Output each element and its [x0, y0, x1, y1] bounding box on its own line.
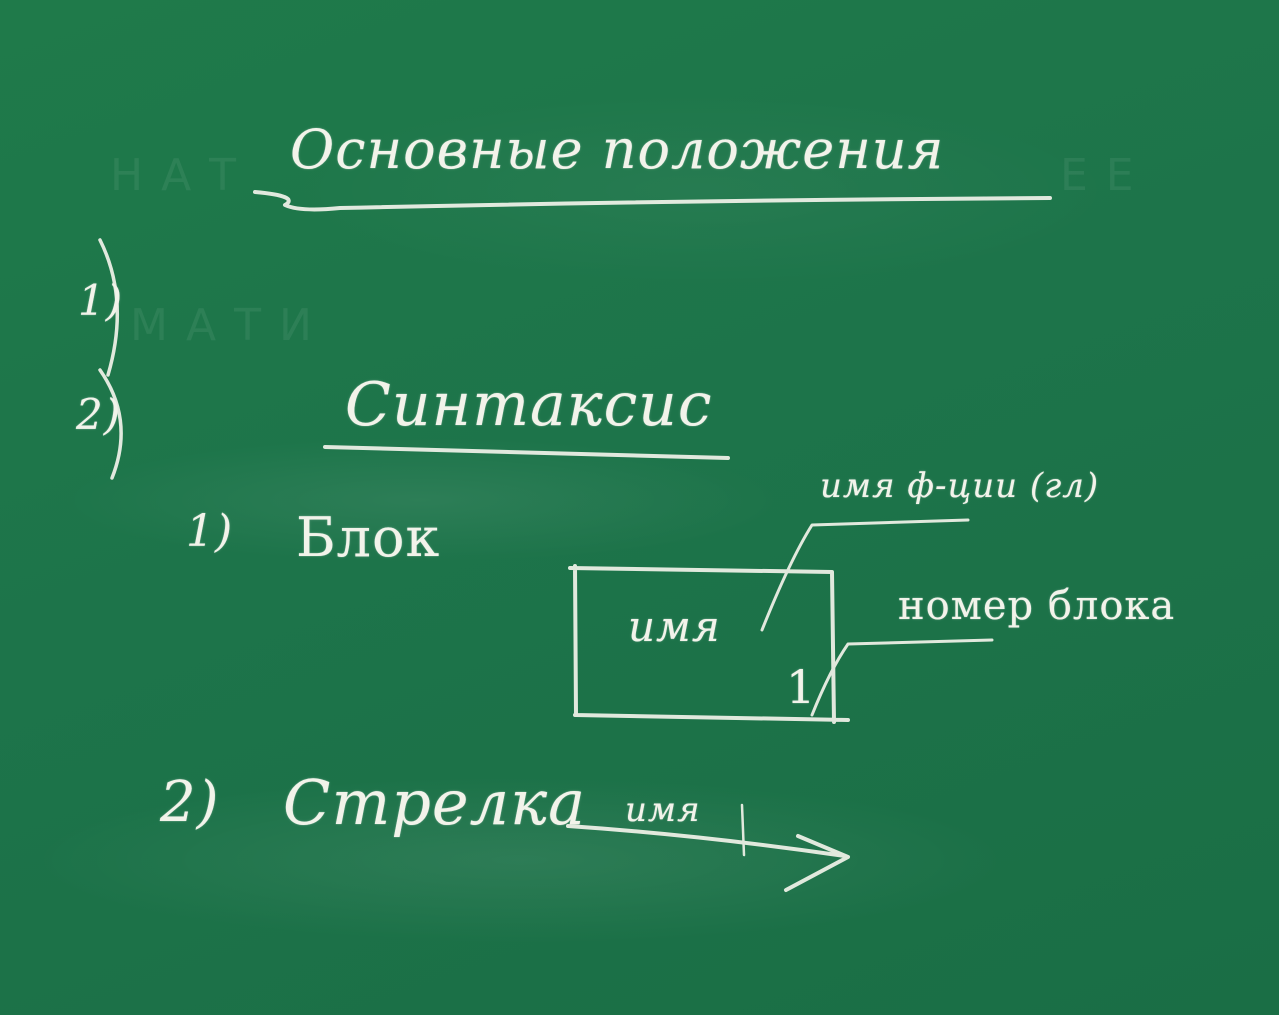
callout-block-number: номер блока [898, 583, 1176, 629]
sublist-number: 1) [186, 506, 234, 557]
list-number: 1) [78, 276, 124, 325]
arrow-label: имя [625, 790, 701, 830]
block-rectangle [568, 564, 850, 724]
arrowhead [784, 834, 850, 892]
item-bracket-1 [98, 238, 120, 377]
heading-main-points: Основные положения [290, 118, 945, 181]
sublist-label-block: Блок [296, 506, 441, 569]
callout-leader-name [760, 518, 970, 632]
list-number: 2) [76, 390, 122, 439]
sublist-label-arrow: Стрелка [283, 766, 587, 839]
erased-chalk-trace: МАТИ [130, 300, 330, 351]
block-corner-number: 1 [786, 660, 817, 714]
arrow-line [566, 824, 847, 858]
section-underline [323, 445, 730, 460]
callout-function-name: имя ф-ции (гл) [820, 466, 1100, 506]
block-inner-label: имя [628, 602, 721, 651]
sublist-number: 2) [160, 770, 220, 835]
title-underline [253, 190, 1052, 212]
item-bracket-2 [98, 368, 123, 480]
heading-syntax: Синтаксис [345, 370, 713, 440]
erased-chalk-trace: ЕЕ [1060, 150, 1152, 201]
arrow-tick [740, 803, 746, 857]
callout-leader-number [810, 638, 994, 717]
erased-chalk-trace: НАТ [110, 150, 255, 201]
